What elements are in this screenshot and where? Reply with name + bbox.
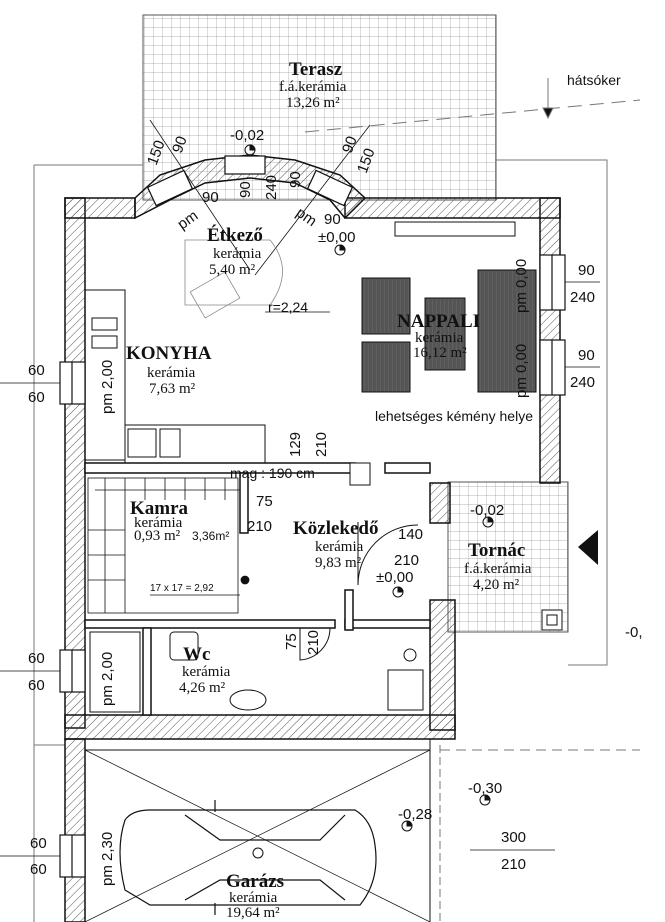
nappali-area: 16,12 m²: [413, 345, 467, 361]
konyha-area: 7,63 m²: [149, 381, 196, 397]
dim-garage-door-top: 300: [501, 829, 527, 846]
level-garage-mid: -0,28: [398, 806, 433, 823]
dim-210b: 210: [247, 518, 273, 535]
level-edge: -0,: [625, 624, 643, 641]
dim-nappali-pm2: pm 0,00: [513, 343, 530, 398]
dim-garage-door-bot: 210: [501, 856, 527, 873]
dim-wc-w-top: 60: [28, 650, 45, 667]
dim-nappali-w1-top: 90: [578, 262, 595, 279]
dim-garage-pm: pm 2,30: [99, 831, 116, 886]
entrance-arrow: [578, 530, 598, 565]
porch-area: [447, 481, 569, 633]
dim-75a: 75: [256, 493, 273, 510]
car-outline: [119, 800, 377, 915]
dim-garage-w-top: 60: [30, 835, 47, 852]
doors: [299, 462, 563, 661]
note-backyard: hátsóker: [567, 72, 621, 88]
dim-konyha-w-top: 60: [28, 362, 45, 379]
garazs-name: Garázs: [226, 871, 285, 892]
dim-wc-w-bot: 60: [28, 677, 45, 694]
terrace-area: 13,26 m²: [286, 95, 340, 111]
wc-name: Wc: [183, 644, 211, 665]
dining-table: [184, 239, 283, 319]
dim-nappali-w1-bot: 240: [570, 289, 596, 306]
kamra-area: 0,93 m²: [134, 528, 181, 544]
tornac-name: Tornác: [468, 540, 526, 561]
tornac-area: 4,20 m²: [473, 577, 520, 593]
terrace-material: f.á.kerámia: [279, 79, 347, 95]
level-garage-right: -0,30: [468, 780, 503, 797]
interior-walls: [84, 462, 431, 716]
dim-bay-90c: 90: [287, 171, 304, 188]
dim-bay-90b: 90: [237, 181, 254, 198]
dim-nappali-w2-top: 90: [578, 347, 595, 364]
level-tornac: -0,02: [470, 502, 505, 519]
etkezo-area: 5,40 m²: [209, 262, 256, 278]
kamra-area-alt: 3,36m²: [192, 529, 230, 543]
kamra-material: kerámia: [134, 515, 183, 531]
garage-outline: [84, 739, 431, 922]
level-markers: [244, 144, 494, 859]
wc-material: kerámia: [182, 664, 231, 680]
dim-129: 129: [287, 431, 304, 457]
level-etkezo: ±0,00: [318, 229, 356, 246]
garazs-material: kerámia: [229, 890, 278, 906]
terrace-name: Terasz: [289, 59, 343, 80]
note-radius: r=2,24: [268, 299, 309, 315]
dim-bay-240a: 240: [263, 174, 280, 200]
tornac-material: f.á.kerámia: [464, 561, 532, 577]
dim-210c: 210: [394, 552, 420, 569]
etkezo-name: Étkező: [207, 225, 263, 246]
kozleked-area: 9,83 m²: [315, 555, 362, 571]
note-clearance: mag : 190 cm: [230, 465, 315, 481]
nappali-material: kerámia: [415, 330, 464, 346]
level-kozleked: ±0,00: [376, 569, 414, 586]
dim-140: 140: [398, 526, 424, 543]
wc-area: 4,26 m²: [179, 680, 226, 696]
dim-75b: 75: [283, 633, 300, 650]
kozleked-material: kerámia: [315, 539, 364, 555]
note-chimney: lehetséges kémény helye: [375, 408, 533, 424]
note-stairs: 17 x 17 = 2,92: [150, 583, 214, 594]
dim-210d: 210: [305, 629, 322, 655]
site-lines: [33, 78, 641, 922]
dim-nappali-w2-bot: 240: [570, 374, 596, 391]
dim-wc-pm: pm 2,00: [99, 651, 116, 706]
etkezo-material: kerámia: [213, 246, 262, 262]
dim-lines: [0, 119, 600, 857]
kozleked-name: Közlekedő: [293, 518, 379, 539]
bathroom-fixtures: [89, 631, 424, 713]
dim-bay-90d: 90: [324, 211, 341, 228]
dim-konyha-pm: pm 2,00: [99, 359, 116, 414]
dim-bay-90a: 90: [202, 189, 219, 206]
dim-210a: 210: [313, 431, 330, 457]
living-furniture: [361, 221, 537, 393]
konyha-material: kerámia: [147, 365, 196, 381]
staircase: [87, 477, 250, 614]
kitchen-counter: [84, 289, 266, 464]
garage-walls: [64, 738, 86, 922]
nappali-name: NAPPALI: [397, 311, 481, 332]
dim-garage-w-bot: 60: [30, 861, 47, 878]
level-terrace: -0,02: [230, 127, 265, 144]
konyha-name: KONYHA: [126, 343, 212, 364]
garazs-area: 19,64 m²: [226, 905, 280, 921]
dim-konyha-w-bot: 60: [28, 389, 45, 406]
kamra-name: Kamra: [130, 498, 189, 519]
dim-nappali-pm1: pm 0,00: [513, 258, 530, 313]
